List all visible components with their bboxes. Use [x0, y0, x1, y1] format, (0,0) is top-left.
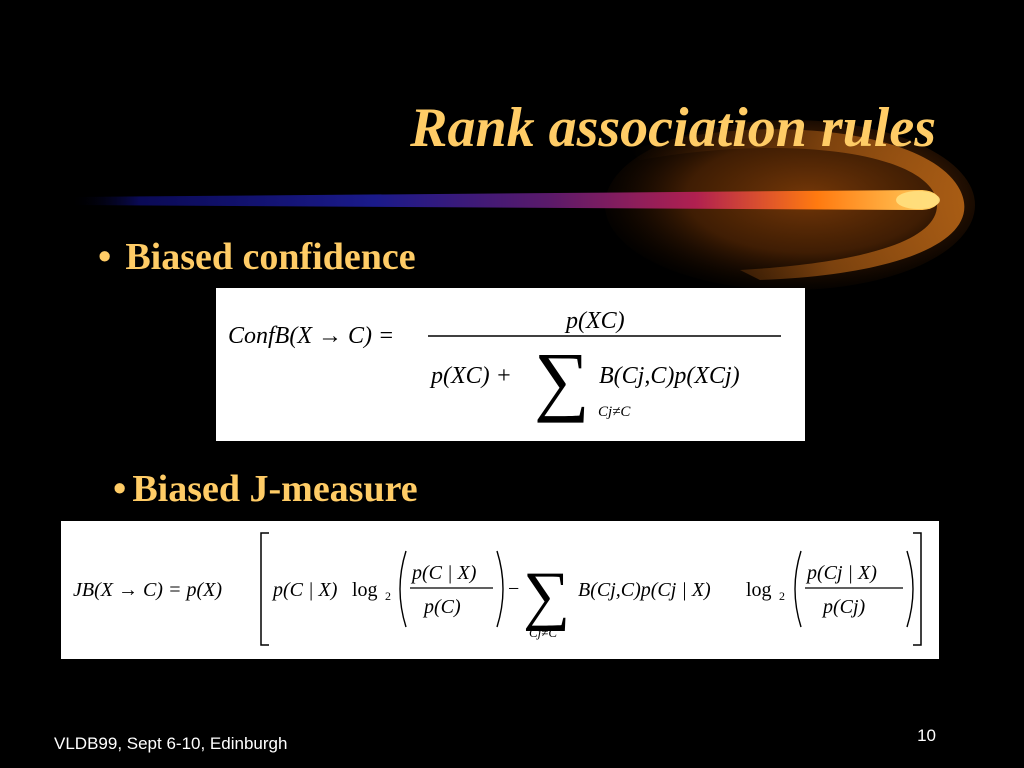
footer-conference: VLDB99, Sept 6-10, Edinburgh: [54, 734, 288, 753]
fraction-1-numerator: p(C | X): [410, 562, 477, 584]
log-label: log: [352, 579, 378, 601]
sum-subscript: Cj≠C: [598, 404, 631, 420]
term-bias-weighted: B(Cj,C)p(Cj | X): [578, 579, 711, 601]
bullet-marker: •: [98, 236, 112, 278]
fraction-2-numerator: p(Cj | X): [805, 562, 877, 584]
biased-confidence-formula: ConfB(X → C) = p(XC) p(XC) + ∑ Cj≠C B(Cj…: [216, 288, 805, 441]
sigma-symbol: ∑: [523, 559, 570, 632]
right-paren: [906, 550, 914, 628]
term-p-c-given-x: p(C | X): [271, 579, 338, 601]
fraction-1-denominator: p(C): [422, 596, 461, 618]
sigma-symbol: ∑: [534, 336, 590, 423]
log-base: 2: [779, 589, 785, 603]
slide-title: Rank association rules: [410, 97, 936, 159]
log-base: 2: [385, 589, 391, 603]
bullet-biased-confidence: • Biased confidence: [98, 238, 416, 276]
right-bracket: [913, 532, 922, 646]
bullet-text: Biased confidence: [125, 236, 416, 278]
formula-lhs: ConfB(X → C) =: [228, 323, 394, 349]
left-bracket: [260, 532, 269, 646]
bullet-marker: •: [113, 468, 127, 510]
bullet-text: Biased J-measure: [132, 468, 418, 510]
left-paren: [794, 550, 802, 628]
minus-sign: −: [508, 578, 519, 600]
sum-subscript: Cj≠C: [529, 625, 557, 640]
formula-summand: B(Cj,C)p(XCj): [599, 363, 740, 389]
page-number: 10: [917, 726, 936, 745]
fraction-2-denominator: p(Cj): [821, 596, 866, 618]
log-label: log: [746, 579, 772, 601]
left-paren: [399, 550, 407, 628]
formula-denominator-left: p(XC) +: [429, 363, 512, 389]
bullet-biased-j-measure: •Biased J-measure: [113, 470, 418, 508]
right-paren: [496, 550, 504, 628]
formula-numerator: p(XC): [564, 308, 625, 334]
formula-lhs: JB(X → C) = p(X): [73, 579, 222, 601]
biased-j-measure-formula: JB(X → C) = p(X) p(C | X) log 2 p(C | X)…: [61, 521, 939, 659]
